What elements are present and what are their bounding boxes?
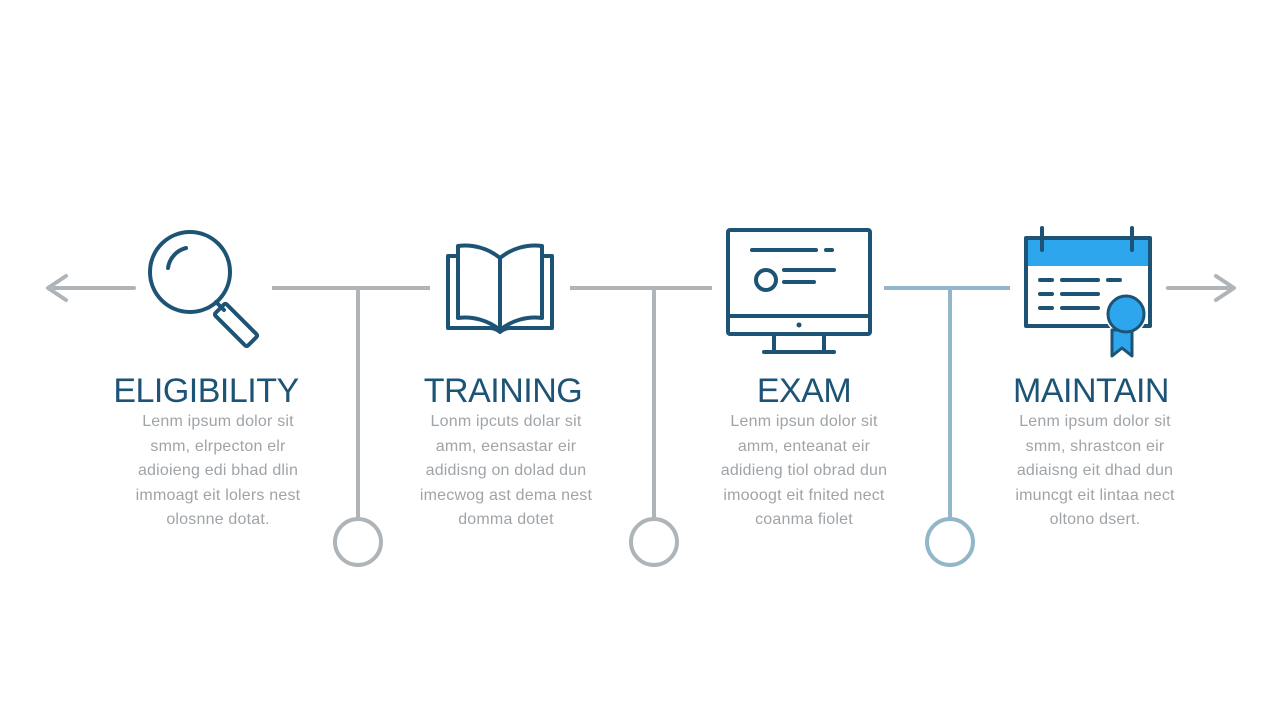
description-line: adidisng on dolad dun: [425, 462, 587, 479]
calendar-certificate-icon: [1022, 224, 1154, 365]
description-line: coanma fiolet: [755, 511, 853, 528]
description-line: adiaisng eit dhad dun: [1016, 462, 1174, 479]
description-line: adidieng tiol obrad dun: [720, 462, 888, 479]
step-description-maintain: Lenm ipsum dolor sit smm, shrastcon eir …: [975, 410, 1215, 533]
step-title-exam: EXAM: [756, 372, 852, 410]
description-line: adioieng edi bhad dlin: [137, 462, 299, 479]
computer-monitor-icon: [724, 226, 874, 361]
step-title-maintain: MAINTAIN: [1013, 372, 1169, 410]
description-line: olosnne dotat.: [166, 511, 270, 528]
description-line: immoagt eit lolers nest: [135, 486, 301, 504]
description-line: domma dotet: [458, 511, 554, 528]
step-description-training: Lonm ipcuts dolar sit amm, eensastar eir…: [386, 410, 626, 533]
step-title-eligibility: ELIGIBILITY: [113, 372, 299, 410]
description-line: smm, elrpecton elr: [150, 437, 286, 455]
open-book-icon: [444, 238, 556, 341]
step-title-training: TRAINING: [423, 372, 583, 410]
description-line: Lenm ipsun dolor sit: [730, 413, 878, 430]
timeline-connector-2: [570, 286, 712, 567]
description-line: Lenm ipsum dolor sit: [1019, 413, 1171, 430]
description-line: imecwog ast dema nest: [419, 486, 593, 504]
timeline-connector-1: [272, 286, 430, 567]
description-line: imooogt eit fnited nect: [723, 486, 885, 504]
step-description-exam: Lenm ipsun dolor sit amm, enteanat eir a…: [684, 410, 924, 533]
description-line: imuncgt eit lintaa nect: [1015, 486, 1175, 504]
description-line: Lenm ipsum dolor sit: [142, 413, 294, 430]
description-line: Lonm ipcuts dolar sit: [430, 413, 582, 430]
right-arrow-icon: [1166, 274, 1236, 302]
description-line: smm, shrastcon eir: [1025, 437, 1165, 455]
description-line: oltono dsert.: [1049, 511, 1141, 528]
magnifying-glass-icon: [146, 228, 270, 359]
left-arrow-icon: [46, 274, 136, 302]
description-line: amm, enteanat eir: [737, 437, 871, 455]
timeline-connector-3: [884, 286, 1010, 567]
description-line: amm, eensastar eir: [435, 437, 577, 455]
step-description-eligibility: Lenm ipsum dolor sit smm, elrpecton elr …: [98, 410, 338, 533]
